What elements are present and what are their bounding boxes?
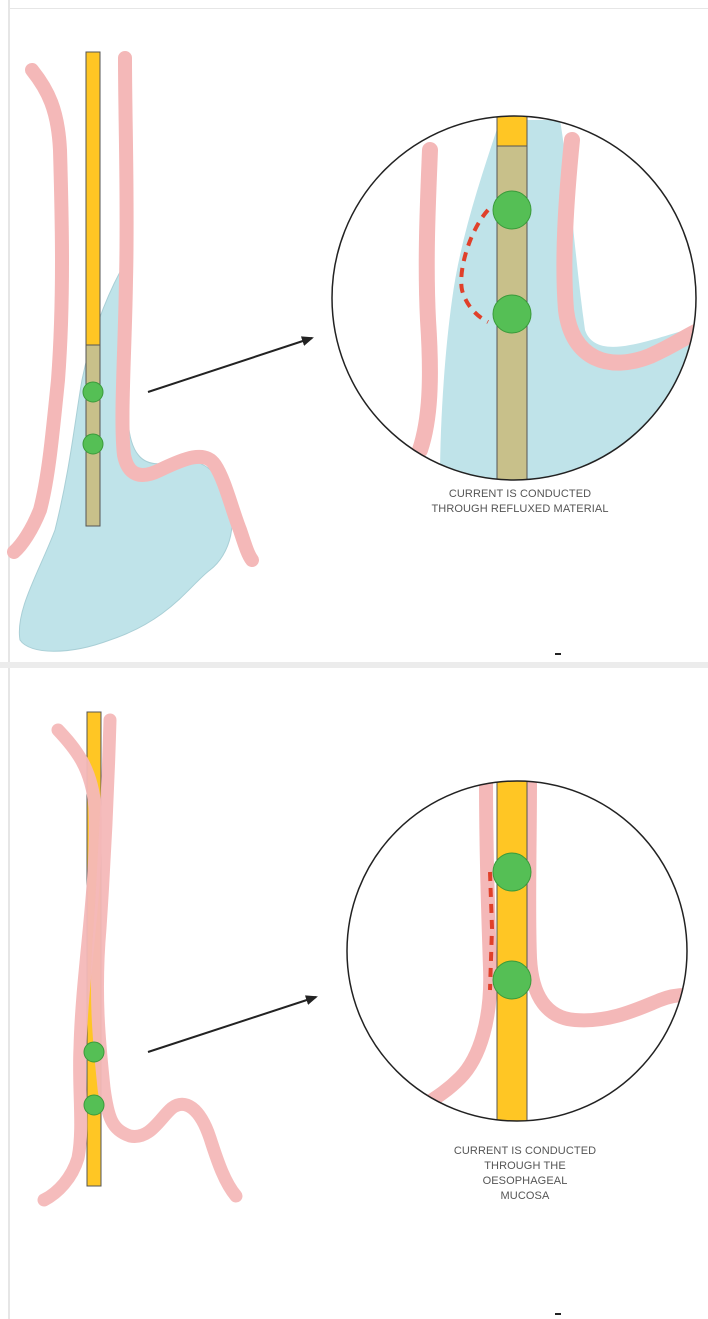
tick-mark — [555, 653, 561, 655]
magnified-catheter-top — [497, 116, 527, 146]
panel-reflux: CURRENT IS CONDUCTED THROUGH REFLUXED MA… — [0, 0, 708, 662]
tick-mark — [555, 1313, 561, 1315]
caption-line: THROUGH THE — [415, 1159, 635, 1174]
reflux-diagram — [0, 0, 708, 662]
caption-mucosa: CURRENT IS CONDUCTED THROUGH THE OESOPHA… — [415, 1144, 635, 1204]
magnified-catheter — [497, 781, 527, 1121]
magnified-view — [347, 778, 700, 1121]
electrode-upper — [83, 382, 103, 402]
panel-mucosa: CURRENT IS CONDUCTED THROUGH THE OESOPHA… — [0, 668, 708, 1319]
magnified-electrode-lower — [493, 961, 531, 999]
oesophageal-wall-right — [97, 720, 236, 1196]
caption-reflux: CURRENT IS CONDUCTED THROUGH REFLUXED MA… — [400, 487, 640, 517]
magnified-electrode-upper — [493, 191, 531, 229]
oesophageal-wall-left — [14, 70, 62, 552]
electrode-upper — [84, 1042, 104, 1062]
mucosa-diagram — [0, 668, 708, 1319]
caption-line: MUCOSA — [415, 1189, 635, 1204]
magnified-wall-left — [420, 150, 430, 450]
electrode-lower — [83, 434, 103, 454]
caption-line: CURRENT IS CONDUCTED — [415, 1144, 635, 1159]
magnified-electrode-lower — [493, 295, 531, 333]
caption-line: THROUGH REFLUXED MATERIAL — [400, 502, 640, 517]
zoom-arrow — [148, 997, 316, 1052]
caption-line: OESOPHAGEAL — [415, 1174, 635, 1189]
electrode-lower — [84, 1095, 104, 1115]
zoom-arrow — [148, 338, 312, 392]
magnified-electrode-upper — [493, 853, 531, 891]
caption-line: CURRENT IS CONDUCTED — [400, 487, 640, 502]
